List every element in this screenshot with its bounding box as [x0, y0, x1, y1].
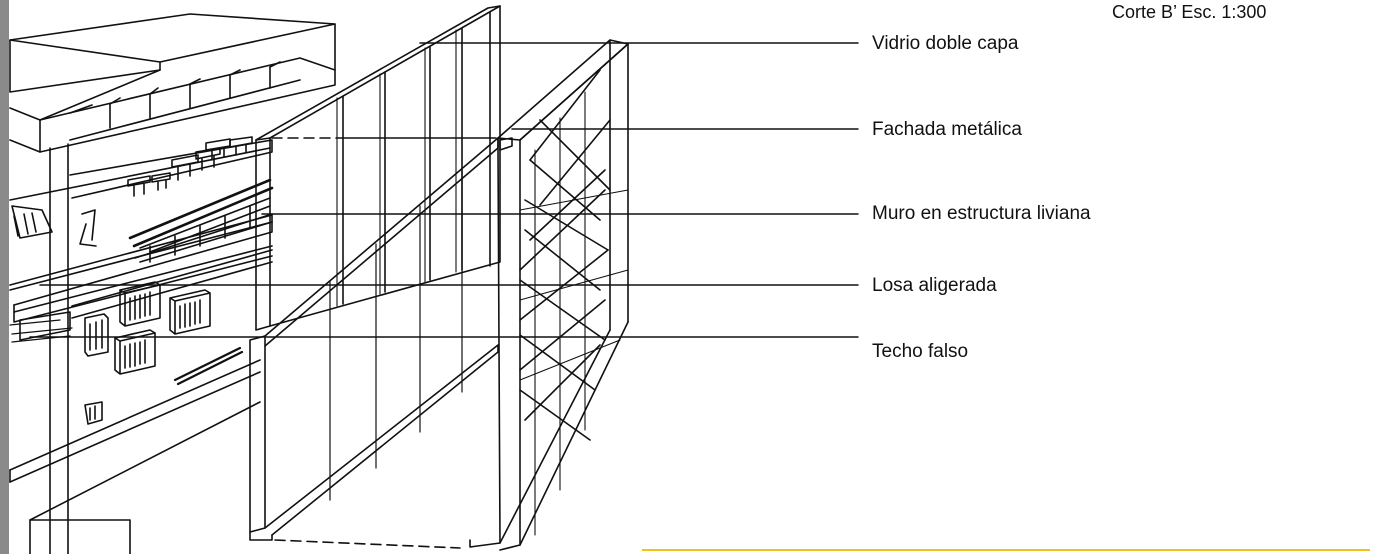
ceiling-plane: [9, 139, 273, 247]
callout-vidrio-doble-capa: Vidrio doble capa: [872, 33, 1019, 54]
callout-fachada-metalica: Fachada metálica: [872, 119, 1022, 140]
callout-losa-aligerada: Losa aligerada: [872, 275, 997, 296]
structural-column: [29, 143, 131, 554]
roof-slab: [9, 13, 336, 153]
callout-muro-estructura-liviana: Muro en estructura liviana: [872, 203, 1091, 224]
floor-slab: [9, 214, 273, 343]
hvac-units: [84, 281, 244, 425]
leader-fachada-main: [335, 128, 859, 139]
lower-slab: [9, 359, 261, 521]
light-steel-wall: [128, 178, 274, 263]
ceiling-lamps: [127, 136, 253, 197]
leader-lines: [29, 42, 859, 338]
accent-rule: [642, 549, 1370, 551]
outer-glazing-wall: [249, 137, 499, 549]
double-glazing: [255, 5, 501, 331]
metal-facade: [469, 39, 629, 551]
left-edge-strip: [0, 0, 9, 554]
callout-techo-falso: Techo falso: [872, 341, 969, 362]
drawing-title: Corte B’ Esc. 1:300: [1112, 2, 1267, 22]
